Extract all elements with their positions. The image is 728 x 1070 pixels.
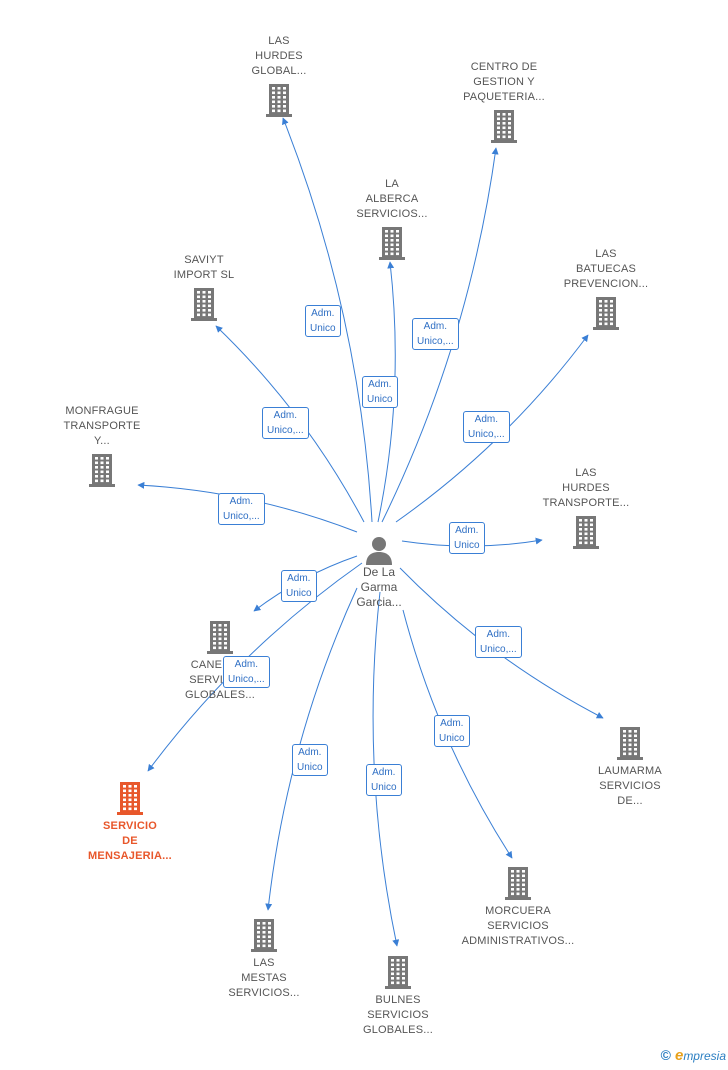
brand-footer: ©empresia <box>661 1047 726 1064</box>
company-label: LAS HURDES GLOBAL... <box>251 35 307 77</box>
brand-logo-initial: e <box>674 1047 684 1064</box>
company-label: MORCUERA SERVICIOS ADMINISTRATIVOS... <box>461 905 575 947</box>
relation-label-las-mestas[interactable]: Adm. Unico <box>292 744 328 776</box>
company-node-las-hurdes-global[interactable]: LAS HURDES GLOBAL... <box>204 34 354 117</box>
person-icon <box>366 537 392 565</box>
company-label: MONFRAGUE TRANSPORTE Y... <box>63 405 141 447</box>
building-icon <box>191 288 217 321</box>
copyright-symbol: © <box>660 1047 671 1063</box>
building-icon <box>573 516 599 549</box>
company-label: LAS MESTAS SERVICIOS... <box>228 957 300 999</box>
company-label: SERVICIO DE MENSAJERIA... <box>88 820 172 862</box>
company-node-laumarma[interactable]: LAUMARMA SERVICIOS DE... <box>555 726 705 809</box>
relation-label-monfrague[interactable]: Adm. Unico,... <box>218 493 265 525</box>
relation-label-las-hurdes-global[interactable]: Adm. Unico <box>305 305 341 337</box>
company-label: BULNES SERVICIOS GLOBALES... <box>362 994 434 1036</box>
building-icon <box>89 454 115 487</box>
company-label: CANENCIA SERVICIOS GLOBALES... <box>184 659 256 701</box>
building-icon <box>617 727 643 760</box>
building-icon <box>385 956 411 989</box>
company-node-saviyt-import[interactable]: SAVIYT IMPORT SL <box>129 253 279 321</box>
building-icon <box>266 84 292 117</box>
relation-label-centro-de-gestion[interactable]: Adm. Unico,... <box>412 318 459 350</box>
relation-label-servicio-de-mensajeria[interactable]: Adm. Unico,... <box>223 656 270 688</box>
relation-label-las-batuecas[interactable]: Adm. Unico,... <box>463 411 510 443</box>
company-node-morcuera[interactable]: MORCUERA SERVICIOS ADMINISTRATIVOS... <box>443 866 593 949</box>
company-label: SAVIYT IMPORT SL <box>173 254 235 281</box>
relation-label-bulnes[interactable]: Adm. Unico <box>366 764 402 796</box>
building-icon <box>593 297 619 330</box>
company-node-bulnes[interactable]: BULNES SERVICIOS GLOBALES... <box>323 955 473 1038</box>
company-label: LAS HURDES TRANSPORTE... <box>542 467 630 509</box>
building-icon <box>117 782 143 815</box>
building-icon <box>491 110 517 143</box>
company-node-las-mestas[interactable]: LAS MESTAS SERVICIOS... <box>189 918 339 1001</box>
edge-las-hurdes-global <box>282 117 373 523</box>
building-icon <box>251 919 277 952</box>
person-node[interactable]: De La Garma Garcia... <box>329 535 429 610</box>
company-label: CENTRO DE GESTION Y PAQUETERIA... <box>463 61 545 103</box>
relation-label-laumarma[interactable]: Adm. Unico,... <box>475 626 522 658</box>
company-node-centro-de-gestion[interactable]: CENTRO DE GESTION Y PAQUETERIA... <box>429 60 579 143</box>
relation-label-morcuera[interactable]: Adm. Unico <box>434 715 470 747</box>
company-node-la-alberca[interactable]: LA ALBERCA SERVICIOS... <box>317 177 467 260</box>
relation-label-canencia[interactable]: Adm. Unico <box>281 570 317 602</box>
brand-logo-text: mpresia <box>683 1049 726 1063</box>
relation-label-las-hurdes-transporte[interactable]: Adm. Unico <box>449 522 485 554</box>
company-node-monfrague[interactable]: MONFRAGUE TRANSPORTE Y... <box>27 404 177 487</box>
relation-label-la-alberca[interactable]: Adm. Unico <box>362 376 398 408</box>
building-icon <box>379 227 405 260</box>
company-node-servicio-de-mensajeria[interactable]: SERVICIO DE MENSAJERIA... <box>55 781 205 864</box>
company-node-las-hurdes-transporte[interactable]: LAS HURDES TRANSPORTE... <box>511 466 661 549</box>
building-icon <box>207 621 233 654</box>
company-label: LA ALBERCA SERVICIOS... <box>356 178 428 220</box>
company-label: LAUMARMA SERVICIOS DE... <box>598 765 662 807</box>
company-node-canencia[interactable]: CANENCIA SERVICIOS GLOBALES... <box>145 620 295 703</box>
building-icon <box>505 867 531 900</box>
company-label: LAS BATUECAS PREVENCION... <box>563 248 649 290</box>
company-node-las-batuecas[interactable]: LAS BATUECAS PREVENCION... <box>531 247 681 330</box>
person-name: De La Garma Garcia... <box>356 565 402 609</box>
relation-label-saviyt-import[interactable]: Adm. Unico,... <box>262 407 309 439</box>
